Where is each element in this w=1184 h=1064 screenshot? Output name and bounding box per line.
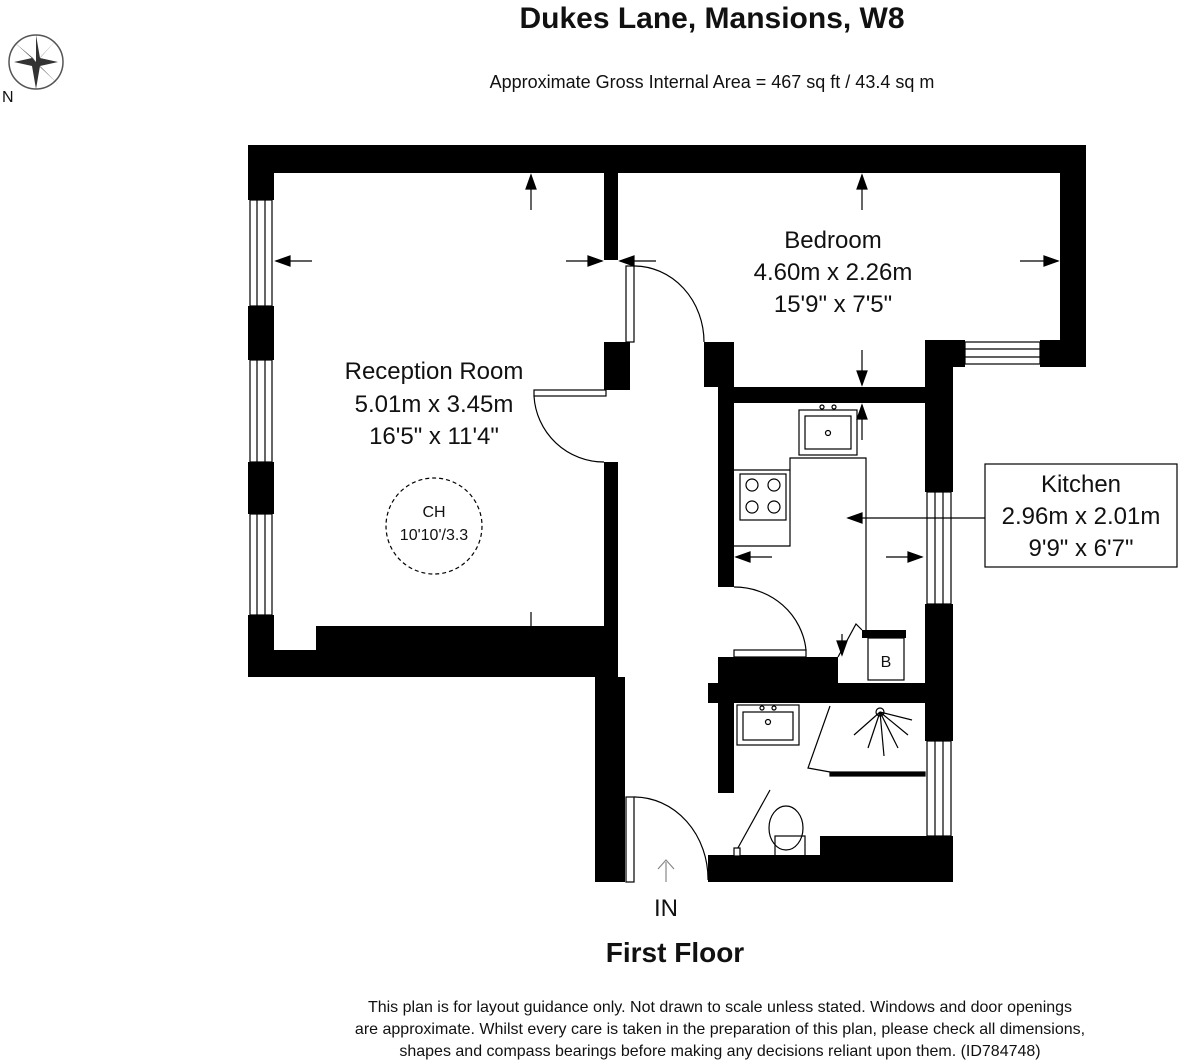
- kitchen-label-box: [984, 463, 1178, 568]
- entrance-arrow-icon: [657, 859, 675, 882]
- hob-icon: [739, 473, 787, 521]
- kitchen-sink-icon: [798, 404, 858, 456]
- floor-name: First Floor: [606, 937, 745, 968]
- dimension-arrows: [274, 173, 1060, 657]
- entrance-label: IN: [654, 895, 678, 922]
- walls: [248, 145, 1086, 882]
- doors: [533, 265, 863, 883]
- shower-icon: [807, 705, 926, 777]
- boiler-icon: [867, 637, 905, 681]
- toilet-icon: [768, 805, 806, 859]
- ceiling-label: CH: [422, 504, 445, 521]
- bedroom-metric: 4.60m x 2.26m: [754, 259, 913, 286]
- kitchen-name: Kitchen: [1041, 471, 1121, 498]
- ceiling-height-marker: [385, 477, 483, 575]
- windows: [249, 199, 1041, 837]
- boiler-label: B: [881, 654, 892, 671]
- disclaimer-line-2: are approximate. Whilst every care is ta…: [355, 1021, 1085, 1038]
- reception-name: Reception Room: [345, 358, 524, 385]
- reception-imperial: 16'5" x 11'4": [369, 423, 499, 450]
- disclaimer-line-3: shapes and compass bearings before makin…: [399, 1043, 1040, 1060]
- kitchen-imperial: 9'9" x 6'7": [1029, 535, 1134, 562]
- gross-area: Approximate Gross Internal Area = 467 sq…: [490, 72, 935, 92]
- ceiling-height: 10'10'/3.3: [400, 527, 468, 544]
- basin-icon: [736, 704, 800, 746]
- bedroom-name: Bedroom: [784, 227, 881, 254]
- compass-north-label: N: [2, 89, 14, 106]
- kitchen-metric: 2.96m x 2.01m: [1002, 503, 1161, 530]
- disclaimer-line-1: This plan is for layout guidance only. N…: [368, 999, 1072, 1016]
- fixtures: [734, 404, 926, 859]
- plan-title: Dukes Lane, Mansions, W8: [519, 2, 904, 35]
- bedroom-imperial: 15'9" x 7'5": [774, 291, 892, 318]
- compass-rose-icon: [8, 34, 64, 90]
- reception-metric: 5.01m x 3.45m: [355, 391, 514, 418]
